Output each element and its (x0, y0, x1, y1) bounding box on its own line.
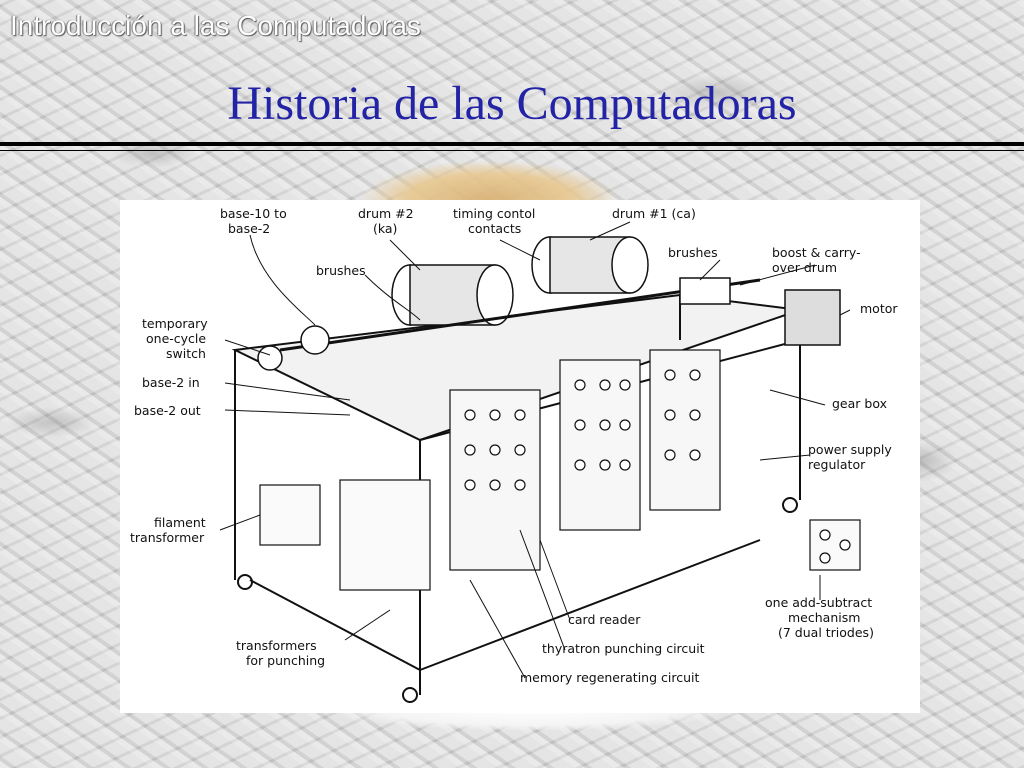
diagram-labels: base-10 to base-2 drum #2 (ka) timing co… (130, 206, 898, 685)
label-add-subtract-3: (7 dual triodes) (778, 625, 874, 640)
label-brushes-top: brushes (668, 245, 718, 260)
label-brushes-left: brushes (316, 263, 366, 278)
title-rule-thick (0, 142, 1024, 146)
diagram-drawing: base-10 to base-2 drum #2 (ka) timing co… (130, 206, 898, 703)
label-boost-2: over drum (772, 260, 837, 275)
tube-sockets (464, 369, 851, 564)
label-timing-2: contacts (468, 221, 521, 236)
label-filament: filament (154, 515, 206, 530)
label-motor: motor (860, 301, 898, 316)
label-base2-in: base-2 in (142, 375, 200, 390)
label-temporary-2: one-cycle (146, 331, 206, 346)
title-rule-thin (0, 150, 1024, 151)
label-add-subtract-2: mechanism (788, 610, 860, 625)
label-add-subtract: one add-subtract (765, 595, 872, 610)
label-drum2-2: (ka) (373, 221, 397, 236)
label-power-supply-2: regulator (808, 457, 866, 472)
label-drum2: drum #2 (358, 206, 414, 221)
leader-lines (219, 221, 851, 679)
drums (257, 236, 841, 371)
label-base10-to-base2-2: base-2 (228, 221, 270, 236)
label-transformers-2: for punching (246, 653, 325, 668)
label-boost: boost & carry- (772, 245, 861, 260)
decorative-ornament-top (360, 160, 620, 204)
label-memory: memory regenerating circuit (520, 670, 699, 685)
label-gear-box: gear box (832, 396, 887, 411)
label-thyratron: thyratron punching circuit (542, 641, 705, 656)
header-subtitle: Introducción a las Computadoras (10, 10, 421, 41)
label-base2-out: base-2 out (134, 403, 201, 418)
label-temporary: temporary (142, 316, 208, 331)
label-transformers: transformers (236, 638, 317, 653)
label-filament-2: transformer (130, 530, 205, 545)
label-base10-to-base2: base-10 to (220, 206, 287, 221)
label-temporary-3: switch (166, 346, 206, 361)
label-card-reader: card reader (568, 612, 641, 627)
computer-diagram: base-10 to base-2 drum #2 (ka) timing co… (120, 200, 920, 713)
label-timing: timing contol (453, 206, 535, 221)
slide-title: Historia de las Computadoras (227, 77, 797, 130)
label-power-supply: power supply (808, 442, 892, 457)
label-drum1: drum #1 (ca) (612, 206, 696, 221)
